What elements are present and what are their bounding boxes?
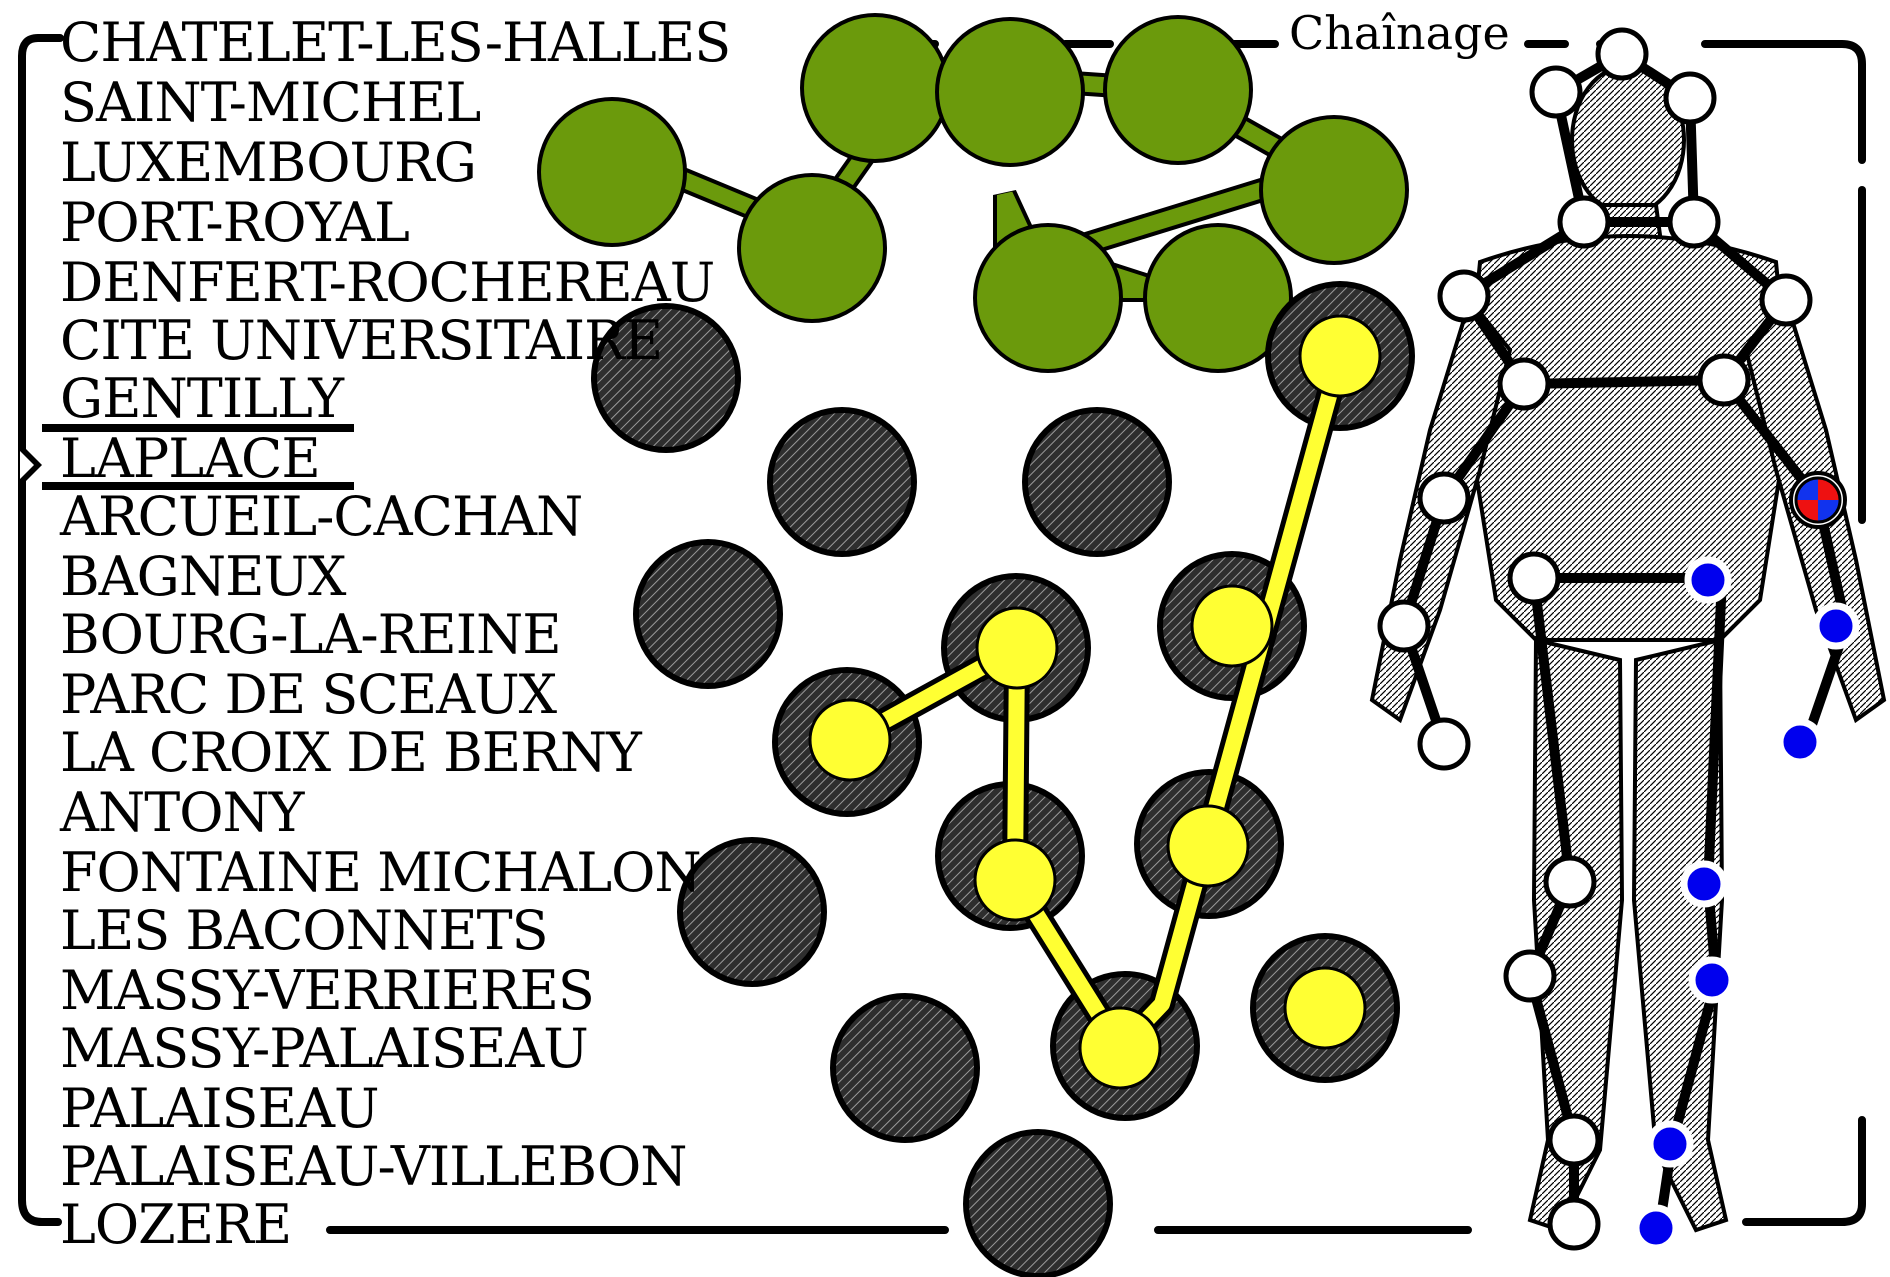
station-item[interactable]: DENFERT-ROCHEREAU <box>60 256 714 310</box>
station-item[interactable]: LUXEMBOURG <box>60 136 476 190</box>
station-item[interactable]: PALAISEAU <box>60 1082 378 1136</box>
station-item[interactable]: MASSY-VERRIERES <box>60 964 594 1018</box>
station-item[interactable]: LES BACONNETS <box>60 904 548 958</box>
station-item[interactable]: CITE UNIVERSITAIRE <box>60 314 662 368</box>
human-anatomy-figure <box>1372 66 1884 1230</box>
station-item[interactable]: GENTILLY <box>60 372 343 426</box>
station-item[interactable]: BOURG-LA-REINE <box>60 608 561 662</box>
station-item[interactable]: SAINT-MICHEL <box>60 76 480 130</box>
station-item[interactable]: BAGNEUX <box>60 550 345 604</box>
station-item-selected[interactable]: LAPLACE <box>60 432 320 486</box>
frame-title: Chaînage <box>1283 8 1516 58</box>
target-joint-icon <box>1791 473 1845 527</box>
station-item[interactable]: PALAISEAU-VILLEBON <box>60 1140 687 1194</box>
station-item[interactable]: CHATELET-LES-HALLES <box>60 16 730 70</box>
station-item[interactable]: MASSY-PALAISEAU <box>60 1022 588 1076</box>
station-item[interactable]: ANTONY <box>60 786 303 840</box>
station-item[interactable]: LA CROIX DE BERNY <box>60 726 641 780</box>
station-item[interactable]: LOZERE <box>60 1198 291 1252</box>
station-item[interactable]: ARCUEIL-CACHAN <box>60 490 582 544</box>
station-item[interactable]: PORT-ROYAL <box>60 196 409 250</box>
station-item[interactable]: FONTAINE MICHALON <box>60 846 701 900</box>
pointer-arrow-icon <box>18 441 42 489</box>
station-item[interactable]: PARC DE SCEAUX <box>60 668 556 722</box>
